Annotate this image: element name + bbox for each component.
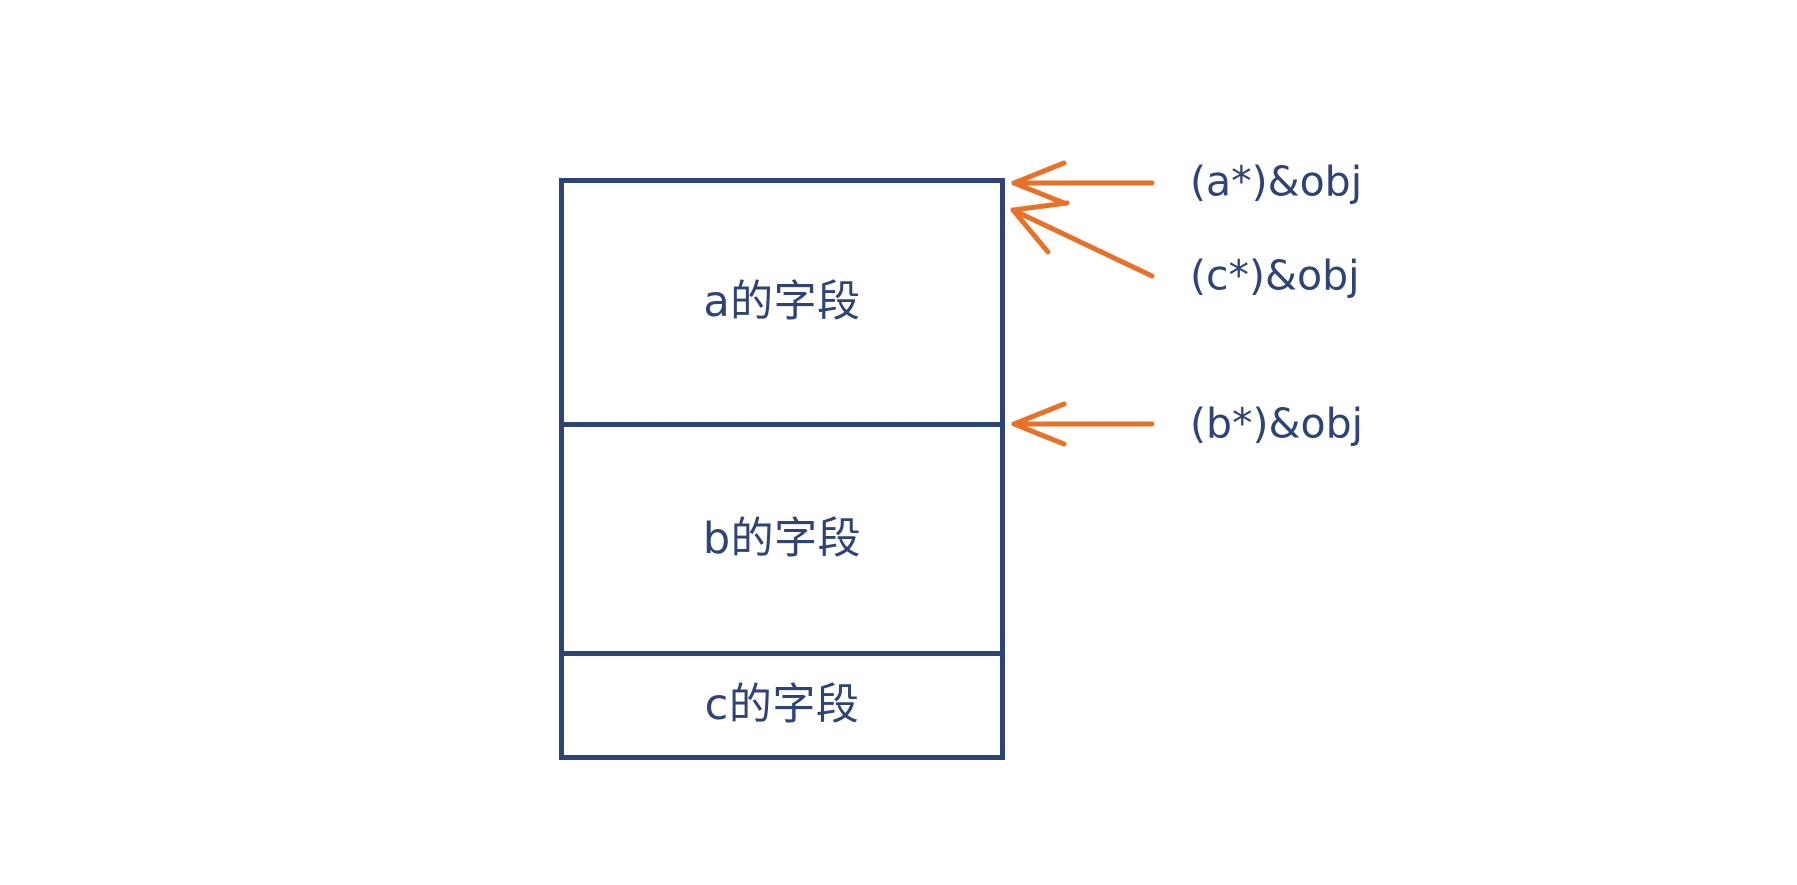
- arrow-cast-c: [1010, 200, 1155, 279]
- segment-c-label: c的字段: [704, 680, 860, 730]
- annotation-label-cast-a: (a*)&obj: [1190, 157, 1363, 206]
- segment-c: c的字段: [564, 651, 1000, 755]
- annotation-label-cast-b: (b*)&obj: [1190, 399, 1363, 448]
- segment-b: b的字段: [564, 422, 1000, 651]
- object-memory-box: a的字段 b的字段 c的字段: [559, 178, 1005, 760]
- segment-a: a的字段: [564, 183, 1000, 422]
- arrow-cast-b: [1011, 401, 1155, 447]
- arrow-cast-a: [1011, 160, 1155, 206]
- segment-a-label: a的字段: [703, 277, 861, 327]
- annotation-label-cast-c: (c*)&obj: [1190, 251, 1360, 300]
- segment-b-label: b的字段: [702, 513, 862, 564]
